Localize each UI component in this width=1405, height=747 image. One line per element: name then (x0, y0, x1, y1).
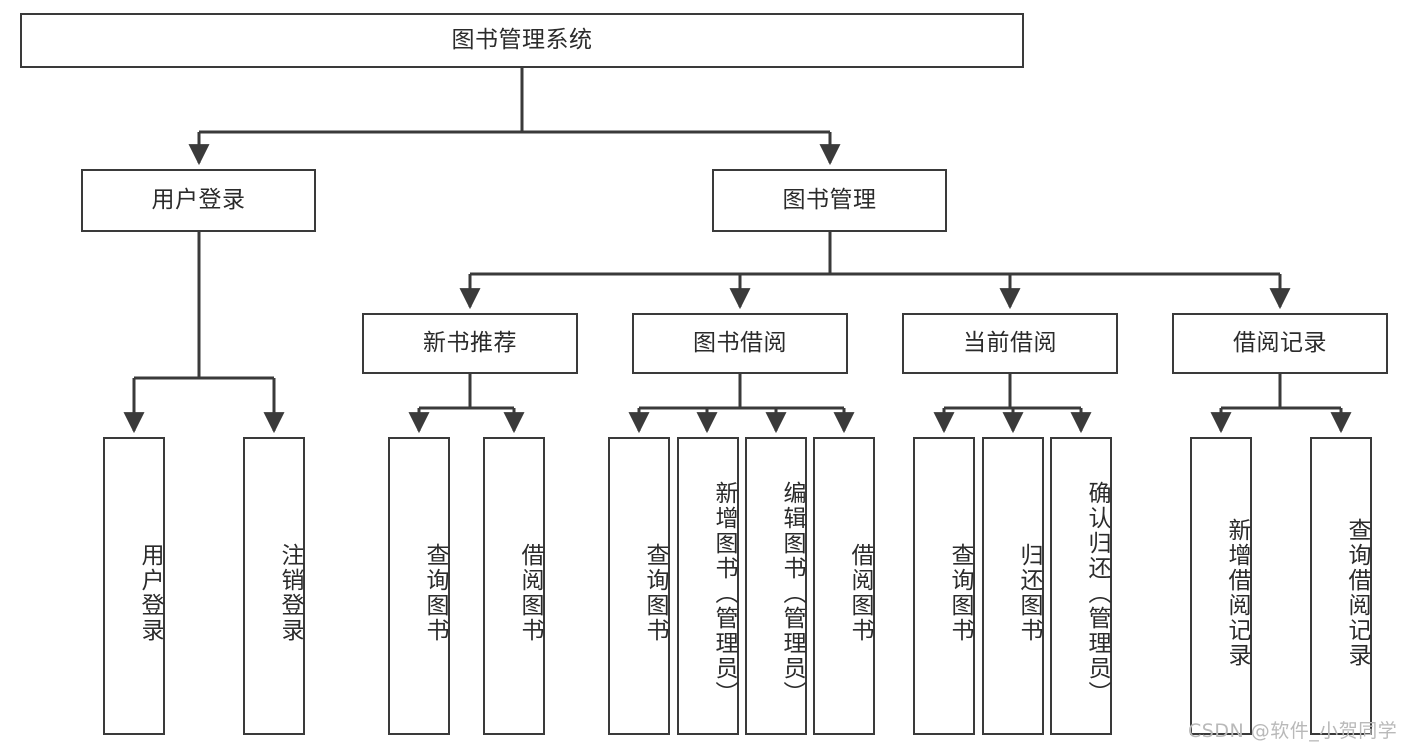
node-leaf-user-logout[interactable]: 注销登录 (243, 437, 305, 735)
node-leaf-user-login-label: 用户登录 (137, 543, 163, 643)
node-leaf-borrow-book-2[interactable]: 借阅图书 (813, 437, 875, 735)
node-root[interactable]: 图书管理系统 (20, 13, 1024, 68)
node-user-login-label: 用户登录 (151, 186, 246, 213)
node-leaf-edit-book-label: 编辑图书（管理员） (779, 480, 805, 706)
node-leaf-query-book-1-label: 查询图书 (422, 543, 448, 643)
node-leaf-query-book-1[interactable]: 查询图书 (388, 437, 450, 735)
watermark-text: CSDN @软件_小贺同学 (1188, 720, 1398, 742)
node-leaf-return-book[interactable]: 归还图书 (982, 437, 1044, 735)
node-leaf-user-logout-label: 注销登录 (277, 543, 303, 643)
node-new-book-rec[interactable]: 新书推荐 (362, 313, 578, 374)
node-new-book-rec-label: 新书推荐 (423, 329, 517, 356)
node-leaf-add-record-label: 新增借阅记录 (1224, 518, 1250, 668)
node-leaf-confirm-return[interactable]: 确认归还（管理员） (1050, 437, 1112, 735)
node-leaf-borrow-book-1-label: 借阅图书 (517, 543, 543, 643)
node-current-borrow[interactable]: 当前借阅 (902, 313, 1118, 374)
node-leaf-add-record[interactable]: 新增借阅记录 (1190, 437, 1252, 735)
node-leaf-user-login[interactable]: 用户登录 (103, 437, 165, 735)
node-leaf-return-book-label: 归还图书 (1016, 543, 1042, 643)
node-leaf-add-book-label: 新增图书（管理员） (711, 480, 737, 706)
node-leaf-query-record[interactable]: 查询借阅记录 (1310, 437, 1372, 735)
node-leaf-query-book-3[interactable]: 查询图书 (913, 437, 975, 735)
node-borrow-record-label: 借阅记录 (1233, 329, 1327, 356)
node-current-borrow-label: 当前借阅 (963, 329, 1057, 356)
node-book-borrow[interactable]: 图书借阅 (632, 313, 848, 374)
node-leaf-borrow-book-1[interactable]: 借阅图书 (483, 437, 545, 735)
node-leaf-query-book-3-label: 查询图书 (947, 543, 973, 643)
node-leaf-add-book[interactable]: 新增图书（管理员） (677, 437, 739, 735)
node-leaf-query-book-2-label: 查询图书 (642, 543, 668, 643)
node-leaf-borrow-book-2-label: 借阅图书 (847, 543, 873, 643)
node-leaf-query-book-2[interactable]: 查询图书 (608, 437, 670, 735)
node-user-login[interactable]: 用户登录 (81, 169, 316, 232)
node-leaf-confirm-return-label: 确认归还（管理员） (1084, 480, 1110, 706)
node-root-label: 图书管理系统 (451, 26, 593, 53)
node-book-manage-label: 图书管理 (782, 186, 877, 213)
node-book-manage[interactable]: 图书管理 (712, 169, 947, 232)
node-borrow-record[interactable]: 借阅记录 (1172, 313, 1388, 374)
node-leaf-query-record-label: 查询借阅记录 (1344, 518, 1370, 668)
node-book-borrow-label: 图书借阅 (693, 329, 787, 356)
node-leaf-edit-book[interactable]: 编辑图书（管理员） (745, 437, 807, 735)
